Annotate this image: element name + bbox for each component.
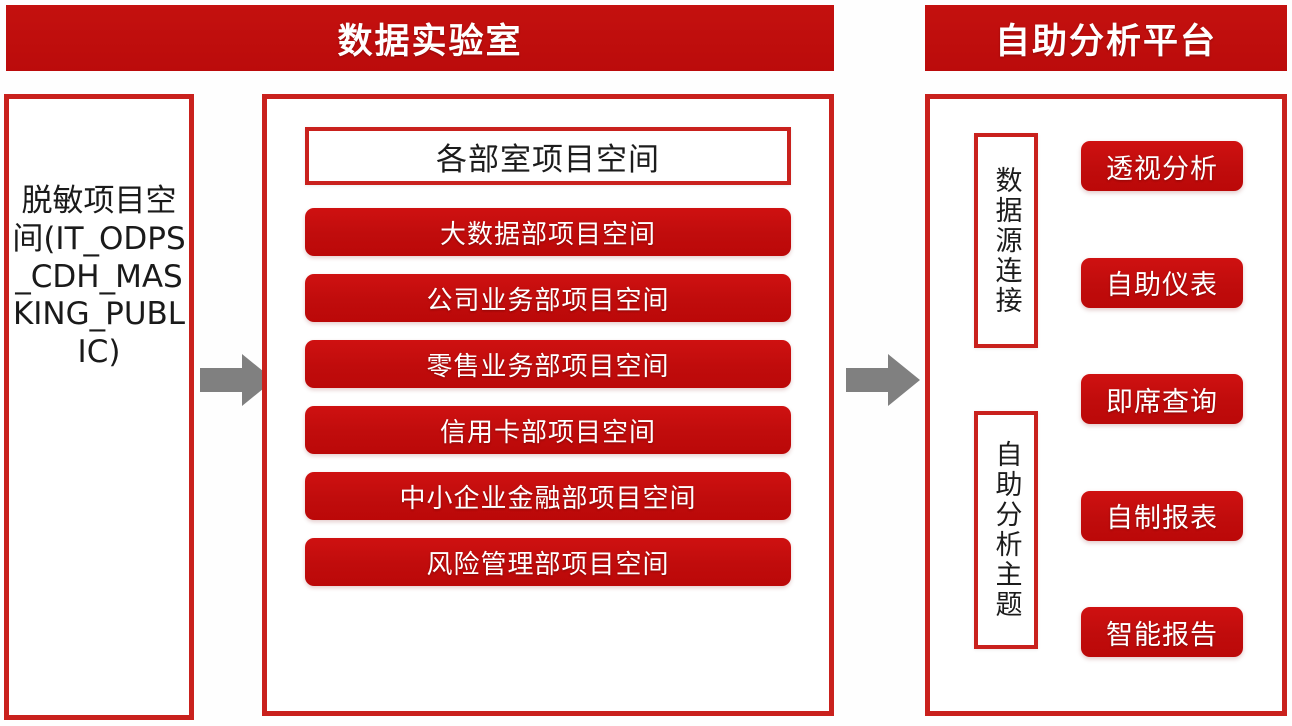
platform-feature-button-column: 透视分析 自助仪表 即席查询 自制报表 智能报告 [1060, 123, 1262, 687]
lab-item-label: 信用卡部项目空间 [439, 417, 656, 448]
lab-department-spaces-header-label: 各部室项目空间 [436, 141, 660, 178]
lab-item-label: 大数据部项目空间 [439, 219, 656, 250]
panel-data-lab: 各部室项目空间 大数据部项目空间 公司业务部项目空间 零售业务部项目空间 信用卡… [262, 94, 834, 716]
feature-button-pivot-analysis[interactable]: 透视分析 [1081, 141, 1243, 191]
feature-button-label: 自助仪表 [1106, 270, 1218, 301]
vbox-self-service-analysis-theme[interactable]: 自助分析主题 [974, 411, 1038, 649]
feature-button-label: 透视分析 [1106, 153, 1218, 185]
feature-button-label: 即席查询 [1106, 386, 1218, 418]
lab-item-label: 公司业务部项目空间 [426, 285, 670, 316]
vbox-label: 自助分析主题 [990, 440, 1022, 620]
lab-item-label: 风险管理部项目空间 [426, 549, 670, 580]
feature-button-self-service-dashboard[interactable]: 自助仪表 [1081, 257, 1243, 308]
header-banner-self-service-platform: 自助分析平台 [925, 5, 1287, 71]
feature-button-custom-report[interactable]: 自制报表 [1081, 490, 1243, 541]
panel-self-service-platform: 数据源连接 自助分析主题 透视分析 自助仪表 即席查询 自制报表 [925, 94, 1287, 716]
header-banner-data-lab-label: 数据实验室 [337, 21, 523, 61]
panel-masked-project-space: 脱敏项目空间(IT_ODPS_CDH_MASKING_PUBLIC) [4, 94, 194, 720]
arrow-right-icon-lab-to-platform [846, 352, 920, 408]
feature-button-label: 智能报告 [1106, 619, 1218, 651]
feature-button-ad-hoc-query[interactable]: 即席查询 [1081, 374, 1243, 424]
lab-item-sme-finance-dept[interactable]: 中小企业金融部项目空间 [305, 472, 791, 520]
lab-item-label: 中小企业金融部项目空间 [399, 483, 697, 514]
header-banner-self-service-platform-label: 自助分析平台 [994, 21, 1217, 61]
vbox-data-source-connection[interactable]: 数据源连接 [974, 133, 1038, 348]
feature-button-intelligent-report[interactable]: 智能报告 [1081, 607, 1243, 657]
masked-project-space-label: 脱敏项目空间(IT_ODPS_CDH_MASKING_PUBLIC) [12, 183, 186, 371]
lab-item-label: 零售业务部项目空间 [426, 351, 670, 382]
lab-item-corporate-business-dept[interactable]: 公司业务部项目空间 [305, 274, 791, 322]
feature-button-label: 自制报表 [1106, 503, 1218, 534]
header-banner-data-lab: 数据实验室 [6, 5, 834, 71]
lab-item-risk-management-dept[interactable]: 风险管理部项目空间 [305, 538, 791, 586]
lab-item-big-data-dept[interactable]: 大数据部项目空间 [305, 208, 791, 256]
vbox-label: 数据源连接 [990, 165, 1022, 316]
platform-vertical-box-column: 数据源连接 自助分析主题 [952, 123, 1060, 687]
lab-item-retail-business-dept[interactable]: 零售业务部项目空间 [305, 340, 791, 388]
arrow-right-icon-source-to-lab [200, 352, 274, 408]
lab-department-spaces-header: 各部室项目空间 [305, 127, 791, 185]
lab-item-credit-card-dept[interactable]: 信用卡部项目空间 [305, 406, 791, 454]
